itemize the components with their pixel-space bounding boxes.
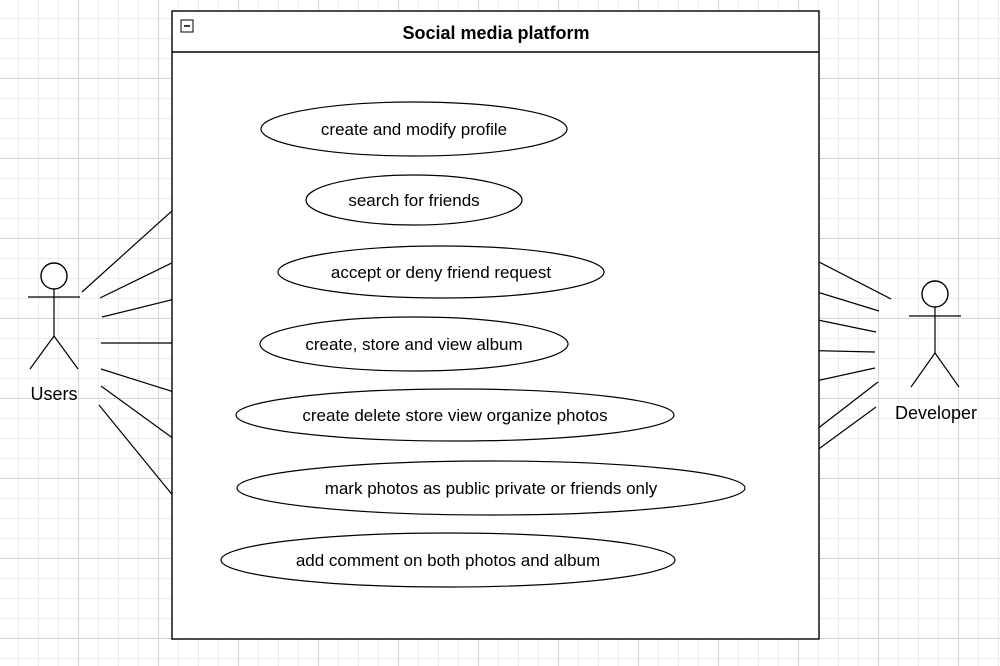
stick-figure-icon — [909, 280, 961, 388]
collapse-toggle-icon[interactable] — [180, 19, 194, 33]
use-case-uc5[interactable]: create delete store view organize photos — [235, 388, 675, 442]
use-case-label: create and modify profile — [321, 120, 507, 139]
use-case-ellipse — [305, 174, 523, 226]
use-case-uc2[interactable]: search for friends — [305, 174, 523, 226]
use-case-ellipse — [259, 316, 569, 372]
use-case-ellipse — [236, 460, 746, 516]
use-case-ellipse — [277, 245, 605, 299]
stick-figure-icon — [28, 262, 80, 370]
use-case-uc3[interactable]: accept or deny friend request — [277, 245, 605, 299]
use-case-uc7[interactable]: add comment on both photos and album — [220, 532, 676, 588]
use-case-uc4[interactable]: create, store and view album — [259, 316, 569, 372]
use-case-label: create, store and view album — [305, 335, 522, 354]
actor-developer[interactable]: Developer — [895, 280, 977, 423]
use-case-uc1[interactable]: create and modify profile — [260, 101, 568, 157]
use-case-uc6[interactable]: mark photos as public private or friends… — [236, 460, 746, 516]
actor-users[interactable]: Users — [28, 262, 80, 404]
use-case-ellipse — [220, 532, 676, 588]
use-case-ellipse — [260, 101, 568, 157]
system-title: Social media platform — [402, 23, 589, 43]
use-case-label: search for friends — [348, 191, 479, 210]
use-case-label: mark photos as public private or friends… — [325, 479, 658, 498]
use-cases: create and modify profile search for frie… — [220, 101, 746, 588]
actor-label-developer: Developer — [895, 403, 977, 423]
use-case-label: add comment on both photos and album — [296, 551, 600, 570]
use-case-label: accept or deny friend request — [331, 263, 551, 282]
use-case-ellipse — [235, 388, 675, 442]
use-case-label: create delete store view organize photos — [302, 406, 607, 425]
actor-label-users: Users — [30, 384, 77, 404]
